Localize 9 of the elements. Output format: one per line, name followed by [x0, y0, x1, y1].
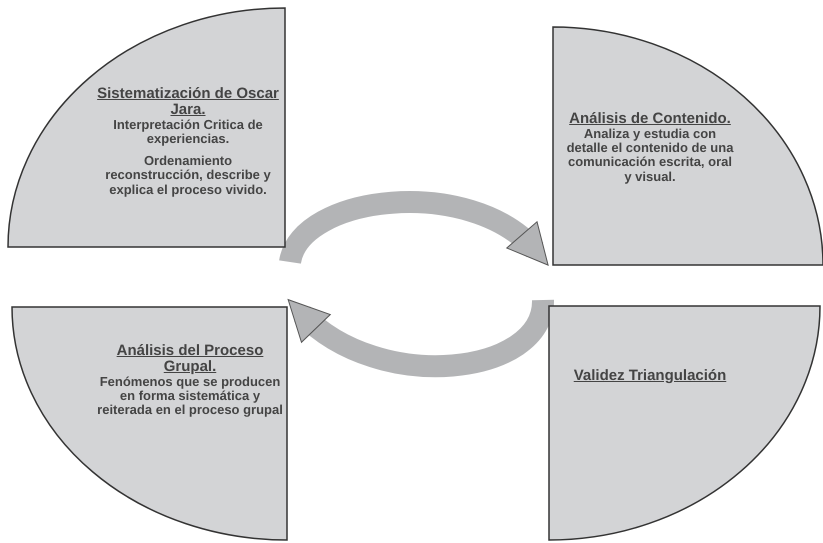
- description-text: Ordenamiento reconstrucción, describe y explica el proceso vivido.: [104, 154, 272, 197]
- section-heading: Validez Triangulación: [572, 368, 728, 384]
- description-text: Analiza y estudia con detalle el contenido de una comunicación escrita, oral y visual.: [566, 126, 734, 184]
- section-heading: Sistematización de Oscar Jara.: [96, 86, 280, 118]
- section-heading: Análisis de Contenido.: [568, 111, 732, 127]
- description-text: Interpretación Critica de experiencias.: [112, 118, 264, 146]
- section-heading: Análisis del Proceso Grupal.: [116, 343, 264, 374]
- description-text: Fenómenos que se producen en forma sistemática y reiterada en el proceso grupal: [96, 374, 284, 418]
- curved-arrow: [280, 191, 550, 266]
